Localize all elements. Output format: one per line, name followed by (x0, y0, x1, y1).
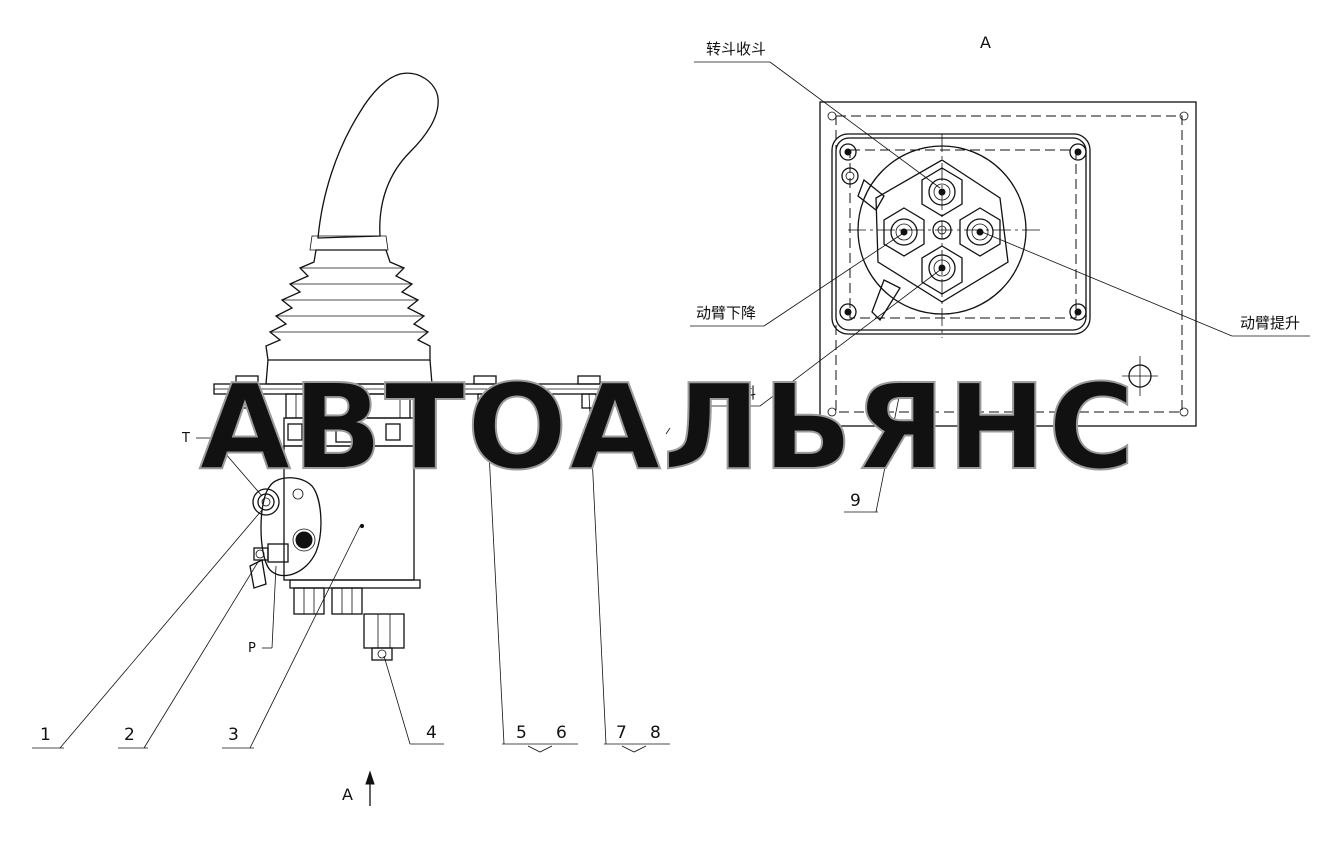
part-number-3: 3 (228, 725, 239, 745)
port-label-p: P (248, 641, 256, 656)
part-number-1: 1 (40, 725, 51, 745)
part-number-5: 5 (516, 723, 527, 743)
callout-boom-raise: 动臂提升 (1240, 314, 1300, 332)
port-bucket-dump (921, 245, 963, 295)
part-number-7: 7 (616, 723, 627, 743)
view-arrow: A (342, 770, 375, 806)
inner-flange (831, 133, 1091, 335)
port-labels: T P (181, 431, 277, 656)
center-port (932, 220, 952, 240)
port-flange (260, 477, 322, 577)
joystick-grip (317, 72, 439, 239)
view-arrow-label: A (342, 785, 353, 804)
port-t-fitting (252, 488, 304, 516)
bottom-nuts (289, 579, 421, 661)
port-label-t: T (181, 431, 190, 446)
view-label-a: A (980, 33, 991, 52)
top-plate (819, 101, 1197, 427)
part-number-6: 6 (556, 723, 567, 743)
callout-bucket-dump: 转斗卸料 (696, 384, 756, 402)
port-boom-raise (959, 207, 1001, 257)
rubber-boot (265, 249, 431, 361)
view-a-callouts: 转斗收斗 动臂下降 动臂提升 转斗卸料 9 (665, 40, 1310, 513)
port-bucket-retract (921, 167, 963, 217)
joystick-side-view (213, 72, 605, 661)
side-fitting (841, 167, 901, 322)
part-number-2: 2 (124, 725, 135, 745)
part-number-4: 4 (426, 723, 437, 743)
part-number-8: 8 (650, 723, 661, 743)
callout-boom-lower: 动臂下降 (696, 304, 756, 322)
callout-bucket-retract: 转斗收斗 (706, 40, 766, 58)
corner-bolts (839, 143, 1087, 321)
part-number-9: 9 (850, 491, 861, 511)
plate-bolts (235, 375, 601, 409)
part-callouts: 1 2 3 4 5 6 7 8 (32, 393, 670, 753)
watermark: АВТОАЛЬЯНС (199, 358, 1137, 496)
port-boom-lower (883, 207, 925, 257)
view-a-top: A (819, 33, 1197, 427)
